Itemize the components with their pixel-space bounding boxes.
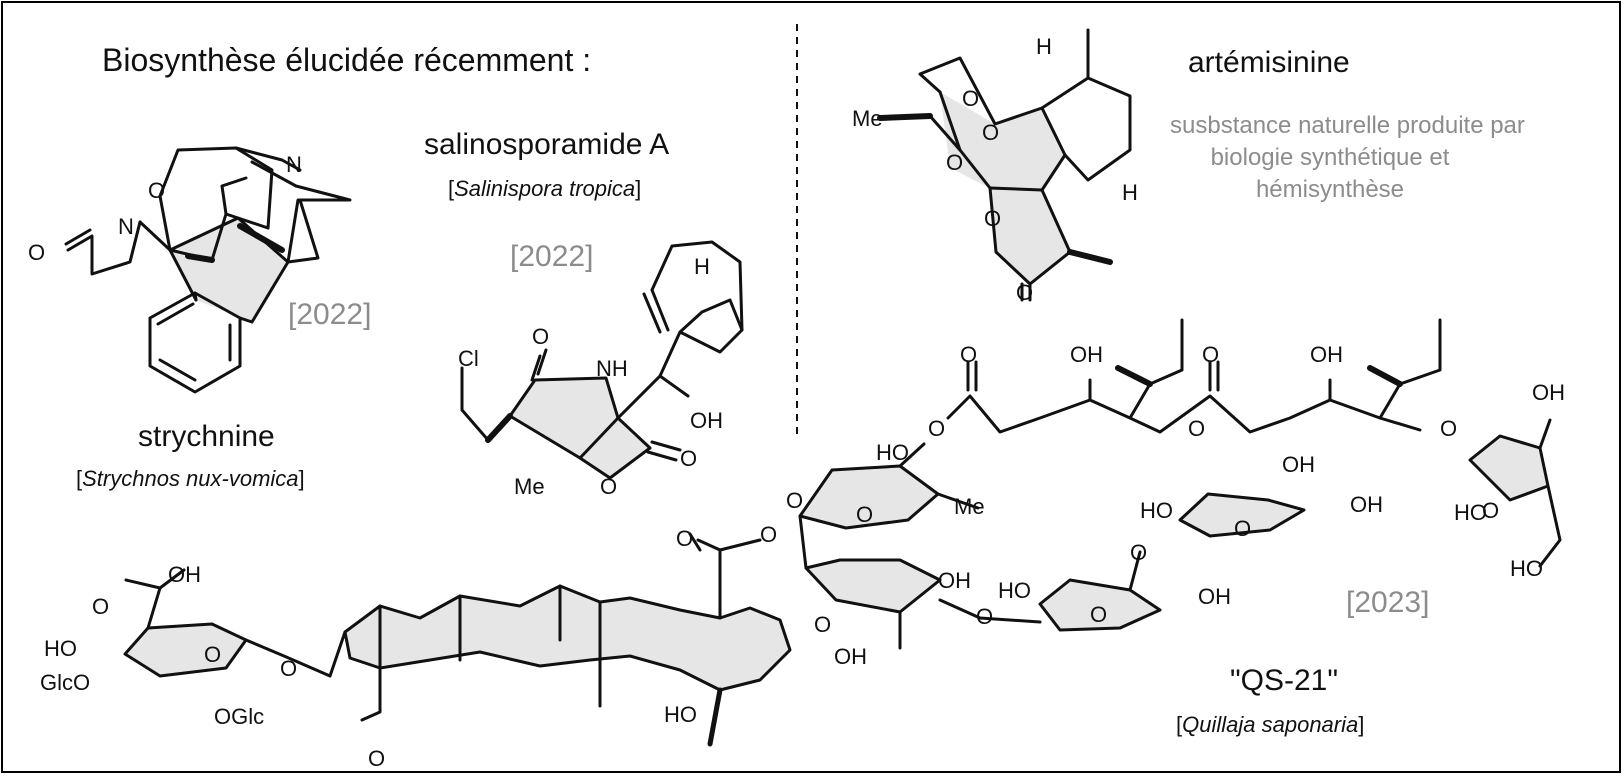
atom-ho-xyl2: HO	[1140, 498, 1173, 523]
strychnine-name: strychnine	[138, 420, 275, 453]
atom-o-strych-ether: O	[148, 178, 165, 203]
salinosporamide-structure	[460, 240, 744, 480]
atom-o-qs-ester1: O	[960, 342, 977, 367]
atom-ho-fuc: HO	[876, 440, 909, 465]
atom-me-fuc: Me	[954, 494, 985, 519]
atom-oh-rha: OH	[938, 568, 971, 593]
atom-oh-qs-chain1: OH	[1070, 342, 1103, 367]
qs21-name: "QS-21"	[1230, 664, 1339, 697]
atom-o-core-carbonyl: O	[676, 526, 693, 551]
atom-oh-ara1: OH	[1532, 380, 1565, 405]
atom-oh-xyl2a: OH	[1282, 452, 1315, 477]
atom-o-aldehyde: O	[368, 746, 385, 771]
salinosporamide-name: salinosporamide A	[424, 128, 670, 161]
atom-ho-xyl1: HO	[998, 578, 1031, 603]
atom-oh-xyl2b: OH	[1350, 492, 1383, 517]
strychnine-source: [Strychnos nux-vomica]	[76, 466, 305, 491]
atom-o-qs-link3: O	[1440, 416, 1457, 441]
atom-ho-core: HO	[664, 702, 697, 727]
salinosporamide-source: [Salinispora tropica]	[448, 176, 642, 201]
atom-oh-qs-chain2: OH	[1310, 342, 1343, 367]
atom-cl: Cl	[458, 346, 479, 371]
atom-ho-ara: HO	[1454, 500, 1487, 525]
atom-me-art: Me	[852, 106, 883, 131]
atom-me-sal: Me	[514, 474, 545, 499]
atom-n-strych-lactam: N	[118, 214, 134, 239]
atom-o-gluc-link: O	[280, 656, 297, 681]
page-heading: Biosynthèse élucidée récemment :	[102, 42, 592, 78]
atom-o-rha-link: O	[976, 604, 993, 629]
atom-o-xyl2-ring: O	[1234, 516, 1251, 541]
atom-oh-sal: OH	[690, 408, 723, 433]
atom-o-gluc-acid: O	[92, 594, 109, 619]
atom-o-art-ether: O	[946, 150, 963, 175]
atom-o-rha-ring: O	[814, 612, 831, 637]
qs21-structure	[123, 318, 1562, 747]
atom-o-xyl-link: O	[1130, 540, 1147, 565]
atom-o-gluc-ring: O	[204, 642, 221, 667]
atom-o-qs-link2: O	[1188, 416, 1205, 441]
atom-oh-xyl1: OH	[1198, 584, 1231, 609]
atom-o-art-peroxide1: O	[962, 86, 979, 111]
salinosporamide-year: [2022]	[510, 240, 594, 273]
atom-oh-rha2: OH	[834, 644, 867, 669]
artemisinine-structure	[877, 28, 1132, 302]
atom-o-qs-ester2: O	[1202, 342, 1219, 367]
atom-h-art-top: H	[1036, 34, 1052, 59]
strychnine-year: [2022]	[288, 298, 372, 331]
qs21-source: [Quillaja saponaria]	[1176, 712, 1365, 737]
atom-oglc: OGlc	[214, 704, 264, 729]
atom-o-fuc-ring: O	[856, 502, 873, 527]
atom-o-xyl1-ring: O	[1090, 602, 1107, 627]
atom-h-art: H	[1122, 180, 1138, 205]
atom-ho-gluc: HO	[44, 636, 77, 661]
qs21-year: [2023]	[1346, 586, 1430, 619]
atom-oh-gluc-acid: OH	[168, 562, 201, 587]
atom-h-sal: H	[694, 254, 710, 279]
atom-o-strych-carbonyl: O	[28, 240, 45, 265]
atom-o-sal-lactone: O	[680, 446, 697, 471]
atom-o-sal-carbonyl: O	[532, 324, 549, 349]
artemisinine-note: susbstance naturelle produite par biolog…	[1170, 112, 1525, 203]
atom-n-strych-amine: N	[286, 152, 302, 177]
strychnine-structure	[64, 146, 352, 394]
atom-ho-ara2: HO	[1510, 556, 1543, 581]
atom-labels: O N O N Cl O NH H OH O O Me H Me O O O H…	[28, 34, 1565, 771]
atom-o-ester-core: O	[760, 522, 777, 547]
atom-o-art-peroxide2: O	[982, 120, 999, 145]
atom-o-ara-ring: O	[1482, 498, 1499, 523]
atom-nh: NH	[596, 356, 628, 381]
artemisinine-name: artémisinine	[1188, 46, 1350, 79]
atom-o-sal-ring: O	[600, 474, 617, 499]
atom-o-qs-link1: O	[928, 416, 945, 441]
atom-o-fuc1: O	[786, 488, 803, 513]
atom-o-art-lactone: O	[984, 206, 1001, 231]
atom-o-art-carbonyl: O	[1016, 280, 1033, 305]
atom-glco: GlcO	[40, 670, 90, 695]
